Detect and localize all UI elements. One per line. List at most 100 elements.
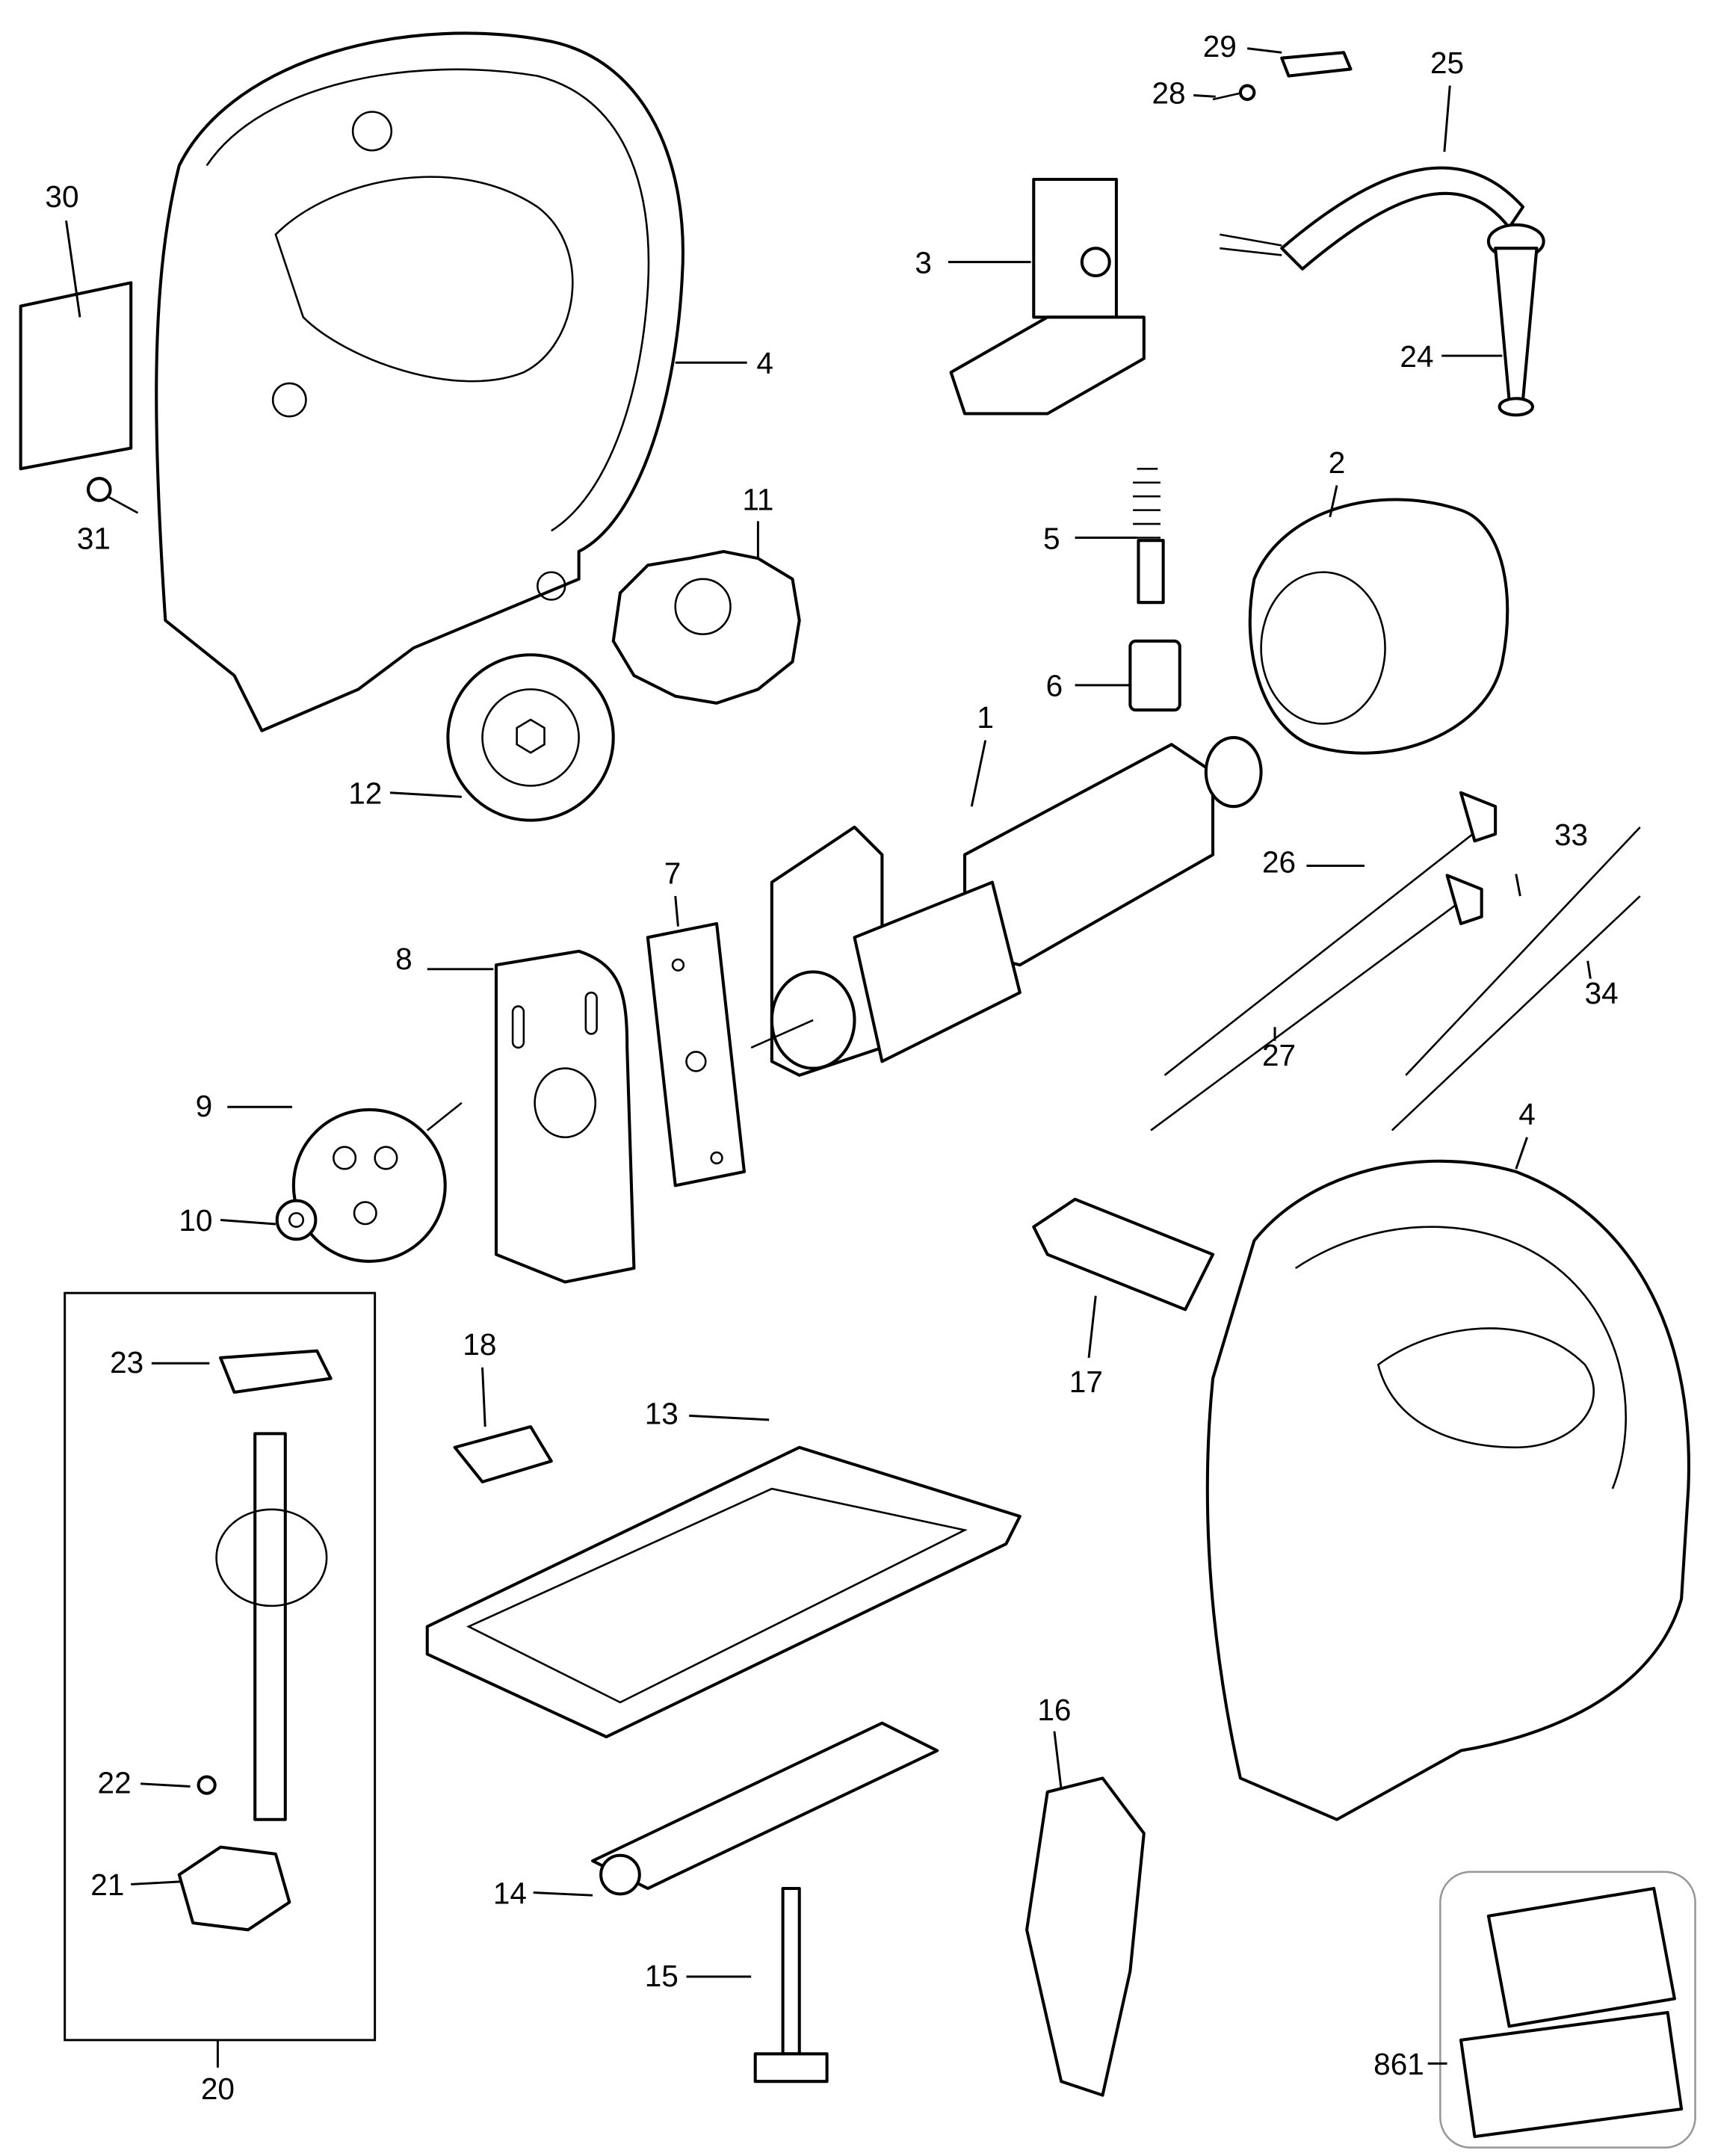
- svg-text:15: 15: [645, 1959, 679, 1993]
- callout-15: 15: [645, 1959, 752, 1993]
- callout-4-bottom: 4: [1515, 1097, 1536, 1170]
- callout-4-top: 4: [675, 346, 773, 380]
- callout-5: 5: [1043, 521, 1137, 555]
- callout-26: 26: [1262, 845, 1365, 880]
- callout-2: 2: [1329, 445, 1346, 518]
- gear-11: [611, 549, 801, 705]
- svg-text:8: 8: [395, 942, 412, 976]
- gear-9: [291, 1102, 463, 1263]
- field: [1248, 498, 1509, 755]
- svg-text:33: 33: [1554, 818, 1588, 852]
- svg-text:27: 27: [1262, 1038, 1296, 1072]
- speed-dial-17: [1032, 1197, 1215, 1312]
- svg-text:12: 12: [348, 776, 382, 810]
- callout-1: 1: [970, 700, 994, 807]
- callout-22: 22: [98, 1766, 191, 1800]
- callout-861: 861: [1373, 2047, 1447, 2081]
- svg-text:13: 13: [645, 1396, 679, 1430]
- bearing-10: [275, 1199, 318, 1241]
- brush: [1133, 468, 1165, 605]
- callout-24: 24: [1400, 339, 1503, 374]
- svg-text:17: 17: [1069, 1365, 1103, 1399]
- callout-7: 7: [664, 856, 682, 927]
- clamp: [1280, 51, 1353, 78]
- svg-text:20: 20: [201, 2072, 235, 2106]
- svg-text:7: 7: [664, 856, 682, 890]
- svg-text:31: 31: [77, 521, 111, 555]
- label-sheet: [19, 281, 133, 471]
- cord-protector: [1486, 223, 1545, 417]
- svg-text:2: 2: [1329, 445, 1346, 480]
- callout-27: 27: [1262, 1027, 1296, 1072]
- switch: [949, 177, 1146, 416]
- callout-11: 11: [742, 483, 773, 559]
- callout-25: 25: [1430, 46, 1464, 152]
- svg-text:4: 4: [1518, 1097, 1536, 1131]
- screw: [87, 477, 139, 514]
- svg-text:4: 4: [756, 346, 773, 380]
- svg-text:34: 34: [1585, 976, 1619, 1010]
- callout-18: 18: [463, 1327, 496, 1427]
- callout-13: 13: [645, 1396, 770, 1430]
- callout-28: 28: [1152, 76, 1216, 111]
- svg-text:28: 28: [1152, 76, 1185, 111]
- svg-text:3: 3: [915, 245, 932, 279]
- svg-text:5: 5: [1043, 521, 1060, 555]
- lever-14: [591, 1721, 939, 1896]
- svg-text:6: 6: [1046, 669, 1063, 703]
- callout-16: 16: [1037, 1693, 1071, 1790]
- bolt-15: [753, 1886, 829, 2084]
- svg-text:9: 9: [196, 1089, 213, 1123]
- lever-cover-16: [1025, 1776, 1146, 2097]
- plate-8: [494, 949, 636, 1284]
- svg-text:16: 16: [1037, 1693, 1071, 1727]
- callout-9: 9: [196, 1089, 293, 1123]
- knob-18: [453, 1425, 553, 1483]
- blade-holder-assembly-box: [64, 1291, 377, 2042]
- clamp-screw: [1212, 84, 1256, 102]
- armature: [750, 735, 1263, 1077]
- svg-text:1: 1: [977, 700, 994, 735]
- callout-34: 34: [1585, 960, 1619, 1010]
- housing-half-left: [155, 31, 684, 732]
- svg-text:11: 11: [742, 483, 773, 517]
- callout-29: 29: [1203, 29, 1282, 64]
- clamp-21: [177, 1845, 291, 1932]
- housing-half-right: [1205, 1159, 1690, 1821]
- cap-23: [219, 1349, 333, 1394]
- svg-text:24: 24: [1400, 339, 1433, 374]
- svg-text:18: 18: [463, 1327, 496, 1362]
- svg-text:23: 23: [110, 1345, 143, 1380]
- callout-3: 3: [915, 245, 1031, 279]
- callout-14: 14: [493, 1876, 593, 1910]
- plunger-rod: [215, 1432, 328, 1821]
- callout-6: 6: [1046, 669, 1131, 703]
- plate-7: [646, 921, 746, 1187]
- callout-23: 23: [110, 1345, 210, 1380]
- svg-text:26: 26: [1262, 845, 1296, 880]
- callout-21: 21: [90, 1868, 182, 1902]
- svg-text:25: 25: [1430, 46, 1464, 80]
- callout-20: 20: [201, 2039, 235, 2106]
- callout-33: 33: [1515, 818, 1588, 897]
- shoe-13: [425, 1445, 1022, 1739]
- power-cord: [1220, 166, 1525, 271]
- svg-text:21: 21: [90, 1868, 124, 1902]
- callout-10: 10: [179, 1203, 276, 1238]
- gear-12: [446, 653, 615, 822]
- leads-26-27: [1150, 791, 1498, 1131]
- svg-text:14: 14: [493, 1876, 527, 1910]
- svg-text:10: 10: [179, 1203, 212, 1238]
- svg-text:29: 29: [1203, 29, 1237, 64]
- kit-box-861: [1439, 1871, 1696, 2149]
- svg-text:22: 22: [98, 1766, 132, 1800]
- leads-33-34: [1391, 826, 1641, 1131]
- callout-31: 31: [77, 521, 111, 555]
- screw-22: [197, 1775, 217, 1795]
- svg-text:861: 861: [1373, 2047, 1424, 2081]
- callout-17: 17: [1069, 1295, 1103, 1399]
- callout-30: 30: [45, 179, 81, 318]
- callout-8: 8: [395, 942, 494, 976]
- svg-text:30: 30: [45, 179, 78, 214]
